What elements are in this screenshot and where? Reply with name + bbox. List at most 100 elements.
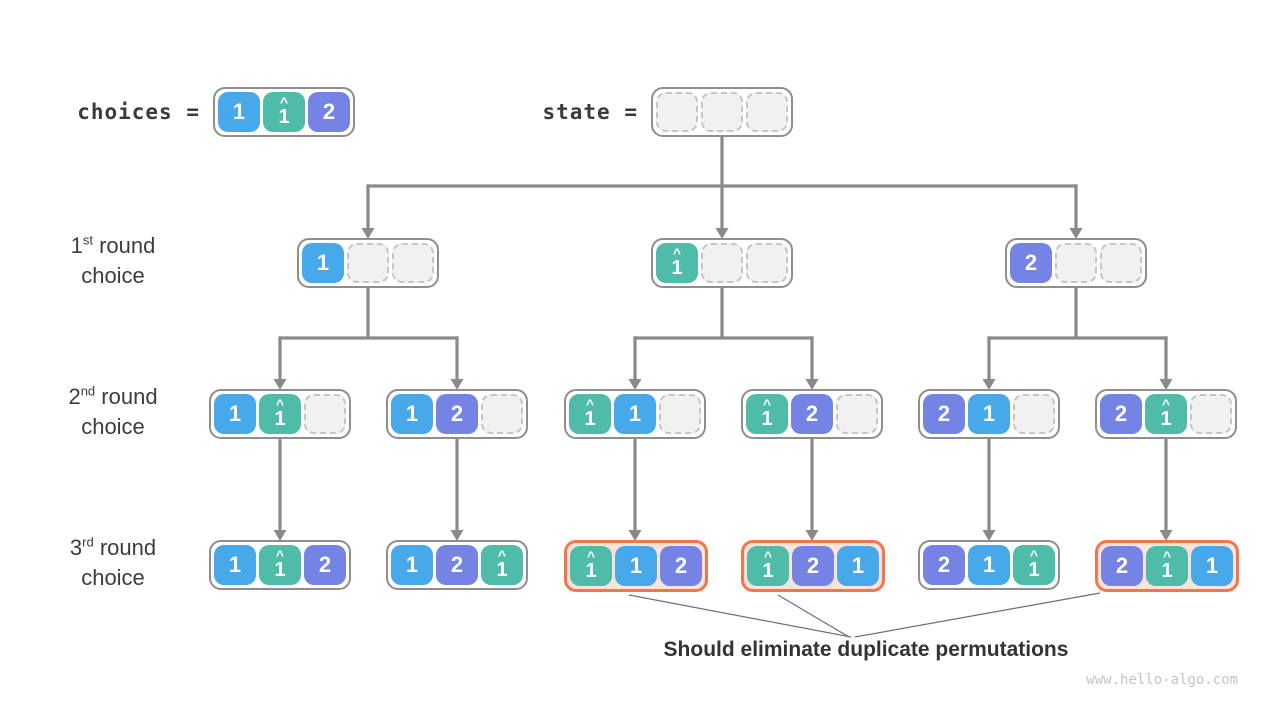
- row-label-2nd-round: 2nd round choice: [68, 383, 158, 439]
- choices-label: choices =: [77, 100, 200, 124]
- round1-node-3: 2: [1005, 238, 1147, 288]
- cell-value: 1: [278, 105, 290, 128]
- watermark: www.hello-algo.com: [1086, 672, 1238, 688]
- empty-cell: [392, 243, 434, 283]
- empty-cell: [1013, 394, 1055, 434]
- state-array-node: [651, 87, 793, 137]
- element-cell: 2: [308, 92, 350, 132]
- empty-cell: [701, 243, 743, 283]
- hat-mark: ^: [275, 546, 285, 563]
- element-cell: 1: [837, 546, 879, 586]
- cell-value: 1: [1160, 407, 1172, 430]
- element-cell: 2: [792, 546, 834, 586]
- element-cell: ^1: [1145, 394, 1187, 434]
- element-cell: ^1: [570, 546, 612, 586]
- empty-cell: [1190, 394, 1232, 434]
- element-cell: ^1: [569, 394, 611, 434]
- hat-mark: ^: [762, 395, 772, 412]
- element-cell: ^1: [259, 394, 301, 434]
- hat-mark: ^: [672, 244, 682, 261]
- cell-value: 1: [671, 256, 683, 279]
- hat-mark: ^: [763, 547, 773, 564]
- empty-cell: [656, 92, 698, 132]
- empty-cell: [481, 394, 523, 434]
- duplicate-note: Should eliminate duplicate permutations: [663, 638, 1069, 661]
- empty-cell: [746, 243, 788, 283]
- cell-value: 1: [274, 407, 286, 430]
- element-cell: 2: [791, 394, 833, 434]
- cell-value: 1: [584, 407, 596, 430]
- duplicate-pointer-line: [628, 594, 852, 638]
- empty-cell: [836, 394, 878, 434]
- empty-cell: [347, 243, 389, 283]
- empty-cell: [701, 92, 743, 132]
- element-cell: ^1: [656, 243, 698, 283]
- element-cell: 1: [391, 394, 433, 434]
- hat-mark: ^: [275, 395, 285, 412]
- element-cell: 2: [923, 545, 965, 585]
- empty-cell: [1100, 243, 1142, 283]
- hat-mark: ^: [586, 547, 596, 564]
- element-cell: 1: [1191, 546, 1233, 586]
- element-cell: ^1: [259, 545, 301, 585]
- hat-mark: ^: [497, 546, 507, 563]
- element-cell: 1: [968, 545, 1010, 585]
- element-cell: 2: [1101, 546, 1143, 586]
- element-cell: ^1: [481, 545, 523, 585]
- element-cell: 1: [968, 394, 1010, 434]
- element-cell: 1: [214, 545, 256, 585]
- cell-value: 1: [1161, 559, 1173, 582]
- cell-value: 1: [1028, 558, 1040, 581]
- element-cell: 1: [615, 546, 657, 586]
- element-cell: ^1: [263, 92, 305, 132]
- element-cell: 1: [614, 394, 656, 434]
- element-cell: 2: [923, 394, 965, 434]
- element-cell: ^1: [747, 546, 789, 586]
- hat-mark: ^: [279, 93, 289, 110]
- hat-mark: ^: [1029, 546, 1039, 563]
- cell-value: 1: [761, 407, 773, 430]
- element-cell: 1: [214, 394, 256, 434]
- hat-mark: ^: [585, 395, 595, 412]
- element-cell: ^1: [1013, 545, 1055, 585]
- empty-cell: [1055, 243, 1097, 283]
- row-label-1st-round: 1st round choice: [70, 232, 156, 288]
- element-cell: 2: [304, 545, 346, 585]
- round2-node-1: 1^1: [209, 389, 351, 439]
- duplicate-pointer-line: [777, 594, 850, 638]
- cell-value: 1: [274, 558, 286, 581]
- round1-node-2: ^1: [651, 238, 793, 288]
- duplicate-pointer-line: [854, 592, 1101, 638]
- hat-mark: ^: [1162, 547, 1172, 564]
- element-cell: 2: [1100, 394, 1142, 434]
- round2-node-6: 2^1: [1095, 389, 1237, 439]
- state-label: state =: [542, 100, 638, 124]
- cell-value: 1: [585, 559, 597, 582]
- cell-value: 1: [496, 558, 508, 581]
- element-cell: 1: [218, 92, 260, 132]
- element-cell: 2: [436, 394, 478, 434]
- empty-cell: [746, 92, 788, 132]
- element-cell: 2: [660, 546, 702, 586]
- cell-value: 1: [762, 559, 774, 582]
- empty-cell: [304, 394, 346, 434]
- hat-mark: ^: [1161, 395, 1171, 412]
- round1-node-1: 1: [297, 238, 439, 288]
- element-cell: ^1: [746, 394, 788, 434]
- element-cell: ^1: [1146, 546, 1188, 586]
- element-cell: 2: [1010, 243, 1052, 283]
- element-cell: 2: [436, 545, 478, 585]
- element-cell: 1: [302, 243, 344, 283]
